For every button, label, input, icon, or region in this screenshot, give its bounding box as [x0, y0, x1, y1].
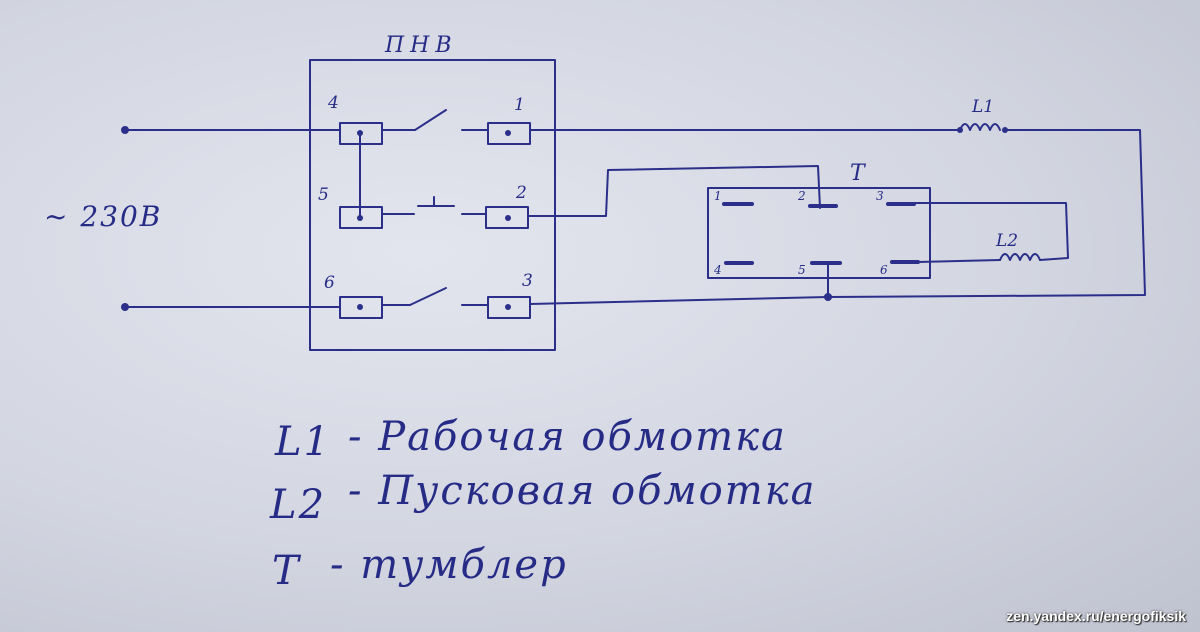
l1-label: L1	[971, 97, 994, 117]
pnv-terminal-1	[487, 122, 531, 145]
l1-coil	[959, 123, 1001, 131]
legend-symbol-3: T	[272, 548, 302, 594]
pnv-box	[309, 59, 556, 351]
toggle-label-1: 1	[714, 189, 722, 203]
toggle-label-2: 2	[797, 189, 806, 203]
legend: L1 - Рабочая обмотка L2 - Пусковая обмот…	[269, 414, 816, 594]
toggle-label-5: 5	[798, 263, 806, 277]
toggle-terminals	[722, 202, 920, 265]
toggle-label-6: 6	[880, 263, 888, 277]
l2-coil	[999, 253, 1041, 261]
watermark: zen.yandex.ru/energofiksik	[1006, 608, 1186, 624]
toggle-box	[707, 187, 931, 279]
pnv-label-4: 4	[327, 93, 339, 113]
wire-2-to-toggle	[527, 165, 821, 217]
pnv-title: ПНВ	[384, 33, 458, 58]
legend-text-1: - Рабочая обмотка	[348, 414, 787, 460]
wire-l2-to-toggle6	[917, 259, 1001, 263]
wire-toggle3-to-l2	[913, 202, 1069, 261]
start-button-contact	[381, 196, 487, 215]
pnv-label-1: 1	[514, 95, 525, 115]
legend-text-2: - Пусковая обмотка	[348, 468, 816, 514]
wire-3-to-junction	[529, 296, 829, 305]
l2-label: L2	[995, 231, 1018, 251]
toggle-label-4: 4	[713, 263, 722, 277]
pnv-label-3: 3	[522, 271, 533, 291]
pnv-terminal-2	[485, 206, 529, 229]
source-voltage-label: ~ 230В	[44, 200, 162, 233]
pnv-label-2: 2	[515, 183, 527, 203]
legend-symbol-1: L1	[274, 419, 331, 465]
switch-contact-top	[381, 109, 489, 131]
wire-l1-return	[827, 129, 1146, 298]
legend-symbol-2: L2	[269, 482, 326, 528]
pnv-terminal-3	[487, 296, 531, 319]
terminal-dots	[357, 130, 511, 310]
pnv-label-6: 6	[324, 273, 335, 293]
toggle-label-3: 3	[876, 189, 884, 203]
pnv-label-5: 5	[318, 185, 329, 205]
switch-contact-bottom	[381, 287, 489, 306]
l1-dot-left	[957, 127, 963, 133]
toggle-title: T	[850, 161, 871, 186]
legend-text-3: - тумблер	[330, 542, 568, 588]
